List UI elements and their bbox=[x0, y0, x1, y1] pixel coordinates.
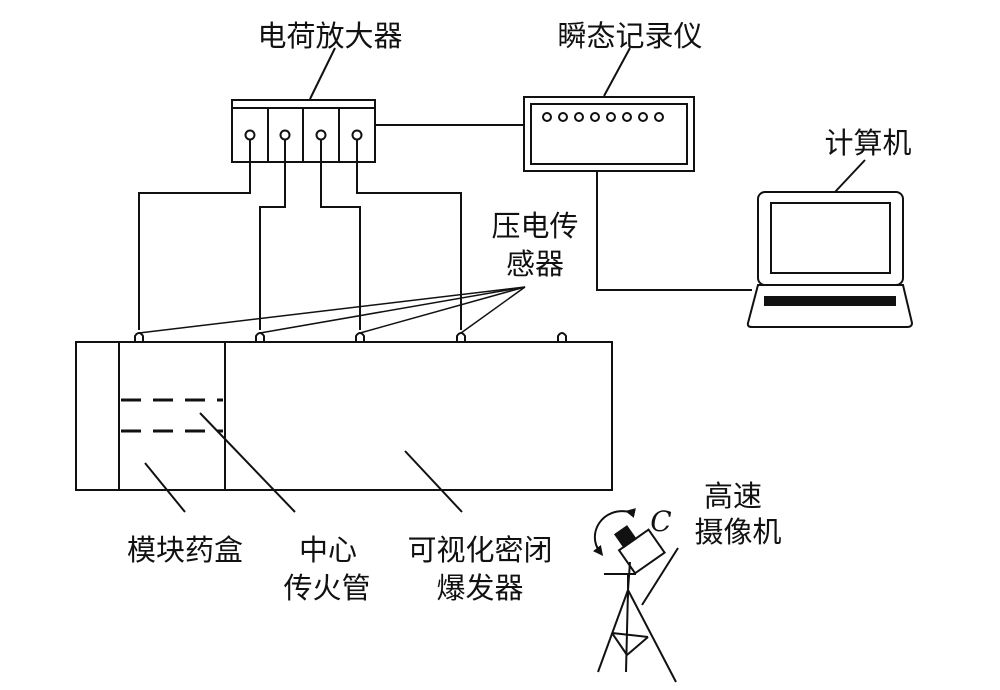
computer-label: 计算机 bbox=[824, 126, 912, 160]
camera-label-line1: 高速 bbox=[703, 479, 762, 513]
recorder-leader bbox=[603, 47, 631, 97]
center-tube-label-line2: 传火管 bbox=[283, 571, 371, 605]
recorder-computer-cable bbox=[596, 171, 752, 291]
transient-recorder-box bbox=[523, 96, 695, 172]
sensor-wires bbox=[138, 150, 462, 330]
amplifier-leader bbox=[309, 47, 336, 100]
sensor-label-line2: 感器 bbox=[505, 247, 564, 281]
transient-recorder-label: 瞬态记录仪 bbox=[557, 19, 703, 53]
chamber-leader bbox=[404, 450, 463, 513]
chamber-label-line1: 可视化密闭 bbox=[407, 533, 553, 567]
module-box-label: 模块药盒 bbox=[126, 533, 243, 567]
rotation-label: C bbox=[650, 505, 672, 538]
camera-leader bbox=[641, 547, 679, 606]
high-speed-camera bbox=[597, 525, 677, 683]
charge-amplifier-label: 电荷放大器 bbox=[257, 19, 403, 53]
module-box-leader bbox=[144, 462, 186, 513]
computer-laptop bbox=[746, 191, 914, 328]
piezo-sensors bbox=[134, 332, 567, 342]
center-tube-label-line1: 中心 bbox=[298, 533, 357, 567]
closed-vessel-chamber bbox=[75, 341, 613, 491]
charge-amplifier-box bbox=[231, 99, 376, 163]
center-tube-leader bbox=[199, 412, 296, 513]
rotation-arrow bbox=[592, 508, 636, 556]
sensor-leader-lines bbox=[138, 286, 526, 334]
sensor-label-line1: 压电传 bbox=[491, 209, 579, 243]
chamber-label-line2: 爆发器 bbox=[436, 571, 524, 605]
camera-label-line2: 摄像机 bbox=[694, 515, 782, 549]
computer-leader bbox=[834, 159, 866, 193]
